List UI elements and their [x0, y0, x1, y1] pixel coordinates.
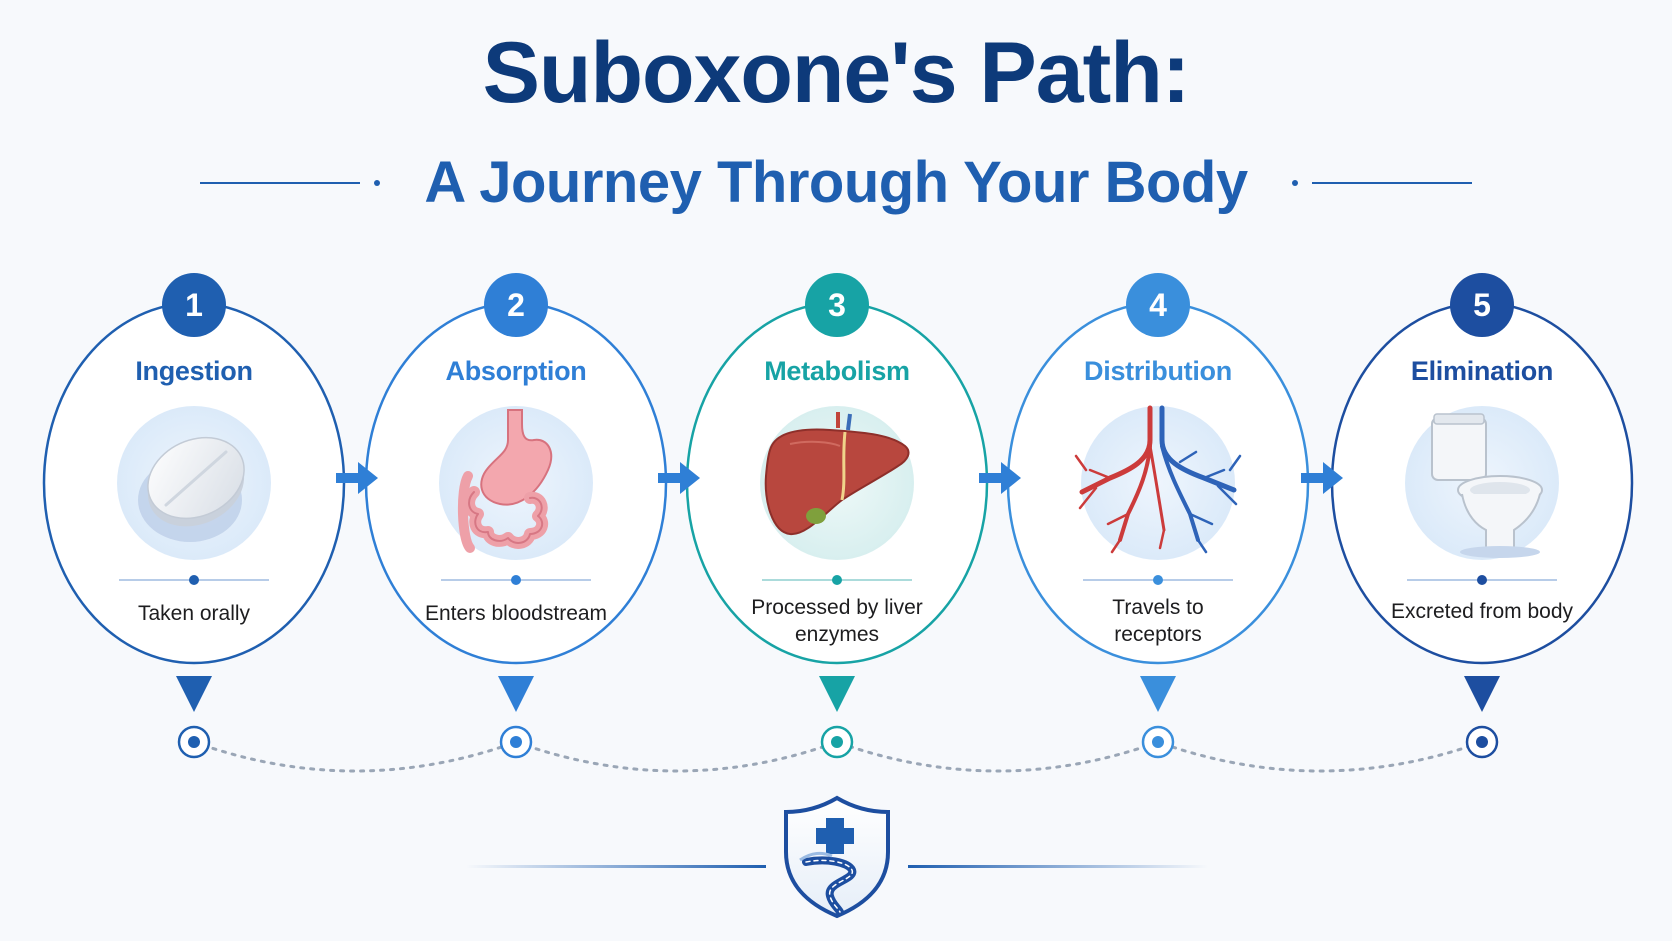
subtitle-row: A Journey Through Your Body [0, 148, 1672, 218]
step-5-number-badge [1450, 273, 1514, 337]
liver-icon [764, 412, 910, 536]
arrow-2-to-3 [658, 462, 700, 494]
step-1-description: Taken orally [137, 602, 251, 625]
step-2-title: Absorption [445, 356, 587, 386]
step-4-number: 4 [1149, 287, 1167, 323]
step-3-description: Processed by liver enzymes [751, 596, 923, 647]
step-5-title: Elimination [1410, 356, 1554, 386]
stomach-icon [457, 409, 553, 553]
dotted-path [192, 740, 1484, 773]
footer-right-rule [908, 865, 1208, 868]
step-2-number: 2 [507, 287, 525, 323]
step-1-number-badge [162, 273, 226, 337]
step-1-number: 1 [185, 287, 203, 323]
subtitle: A Journey Through Your Body [424, 150, 1248, 215]
step-3-number-badge [805, 273, 869, 337]
arrow-1-to-2 [336, 462, 378, 494]
step-5-card [1330, 273, 1634, 759]
step-3-number: 3 [828, 287, 846, 323]
step-1-title: Ingestion [135, 356, 253, 386]
step-3-title: Metabolism [764, 356, 910, 386]
step-5-description: Excreted from body [1390, 600, 1574, 623]
step-2-description: Enters bloodstream [424, 602, 608, 625]
arrow-3-to-4 [979, 462, 1021, 494]
step-2-number-badge [484, 273, 548, 337]
subtitle-right-rule [1278, 180, 1472, 186]
step-2-card [364, 273, 668, 759]
step-5-number: 5 [1473, 287, 1491, 323]
step-1-card [42, 273, 346, 759]
arrow-4-to-5 [1301, 462, 1343, 494]
shield-cross-road-icon [784, 795, 890, 919]
step-4-card [1006, 273, 1310, 759]
main-title: Suboxone's Path: [482, 25, 1191, 121]
subtitle-left-rule [200, 180, 394, 186]
footer-left-rule [466, 865, 766, 868]
step-4-title: Distribution [1084, 356, 1232, 386]
step-4-number-badge [1126, 273, 1190, 337]
pill-icon [138, 436, 245, 542]
step-3-card [685, 273, 989, 759]
step-4-description: Travels to receptors [1112, 596, 1204, 647]
toilet-icon [1431, 413, 1543, 558]
blood-vessels-icon [1074, 405, 1242, 554]
